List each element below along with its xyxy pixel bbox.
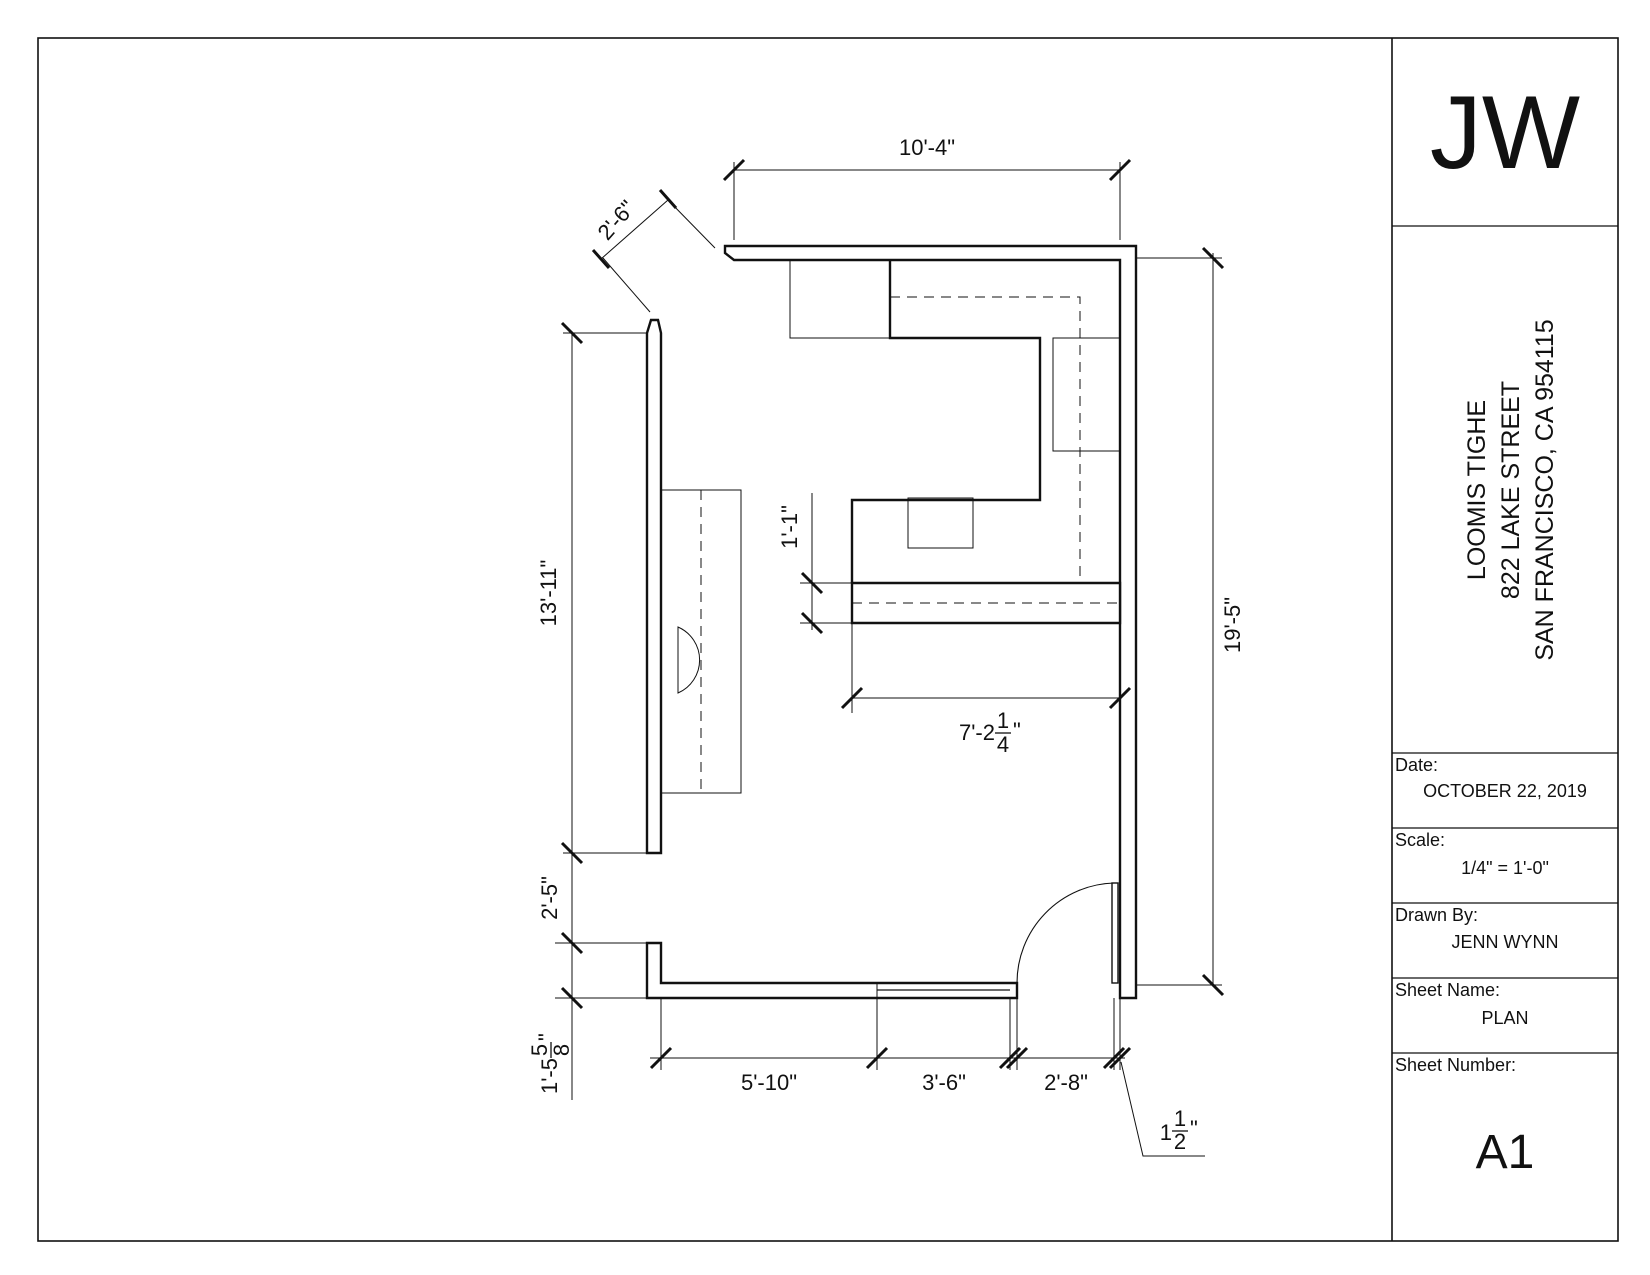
- title-block: JW LOOMIS TIGHE 822 LAKE STREET SAN FRAN…: [1391, 38, 1618, 1241]
- dim-left-bottom: 1'-5 5 8 ": [527, 1033, 574, 1094]
- dim-partition-width-den: 4: [997, 732, 1009, 757]
- dimension-lines: [555, 158, 1225, 1157]
- sheet-number-label: Sheet Number:: [1395, 1055, 1516, 1075]
- sheet-border: [37, 37, 1619, 1242]
- date-label: Date:: [1395, 755, 1438, 775]
- dim-left-gap: 2'-5": [537, 876, 562, 920]
- left-upper-wall: [645, 318, 663, 855]
- client-city: SAN FRANCISCO, CA 954115: [1531, 319, 1559, 660]
- sheet-number-value: A1: [1476, 1126, 1535, 1179]
- door: [1016, 882, 1121, 998]
- date-value: OCTOBER 22, 2019: [1423, 781, 1587, 801]
- scale-label: Scale:: [1395, 830, 1445, 850]
- counter-dashed: [890, 296, 1081, 583]
- dim-wall-whole: 1: [1160, 1120, 1172, 1145]
- client-street: 822 LAKE STREET: [1497, 381, 1525, 599]
- appliance-right: [1052, 337, 1121, 452]
- dim-left-bottom-den: 8: [549, 1044, 574, 1056]
- dimension-labels: 10'-4" 2'-6" 13'-11" 19'-5" 1'-1" 7'-2 1…: [527, 135, 1245, 1154]
- dim-right-height: 19'-5": [1220, 597, 1245, 653]
- dim-left-bottom-unit: ": [534, 1033, 559, 1041]
- floor-plan: [645, 244, 1138, 1000]
- dim-wall-unit: ": [1190, 1116, 1198, 1141]
- dim-left-bottom-num: 5: [527, 1044, 552, 1056]
- dim-bottom-seg3: 2'-8": [1044, 1070, 1088, 1095]
- counter-outline: [850, 260, 1042, 583]
- dim-bottom-seg1: 5'-10": [741, 1070, 797, 1095]
- drawn-by-value: JENN WYNN: [1452, 932, 1559, 952]
- dim-top-width: 10'-4": [899, 135, 955, 160]
- sheet-name-value: PLAN: [1481, 1008, 1528, 1028]
- logo: JW: [1430, 75, 1580, 191]
- sink: [907, 497, 974, 549]
- client-name: LOOMIS TIGHE: [1463, 400, 1491, 580]
- sheet-name-label: Sheet Name:: [1395, 980, 1500, 1000]
- dim-bottom-seg2: 3'-6": [922, 1070, 966, 1095]
- dim-angled: 2'-6": [593, 195, 641, 244]
- scale-value: 1/4" = 1'-0": [1461, 858, 1549, 878]
- dim-partition-width-whole: 7'-2: [959, 720, 995, 745]
- dim-wall-den: 2: [1174, 1129, 1186, 1154]
- dim-left-height: 13'-11": [536, 560, 561, 627]
- dim-partition-width-unit: ": [1013, 718, 1021, 743]
- dim-partition-thickness: 1'-1": [777, 505, 802, 549]
- dim-wall-thickness: 1 1 2 ": [1160, 1106, 1198, 1154]
- dim-wall-num: 1: [1174, 1106, 1186, 1131]
- dim-partition-width: 7'-2 1 4 ": [959, 708, 1021, 757]
- dim-left-bottom-whole: 1'-5: [537, 1058, 562, 1094]
- dim-partition-width-num: 1: [997, 708, 1009, 733]
- upper-cabinet: [789, 260, 890, 339]
- chair: [677, 626, 701, 694]
- partition-wall: [850, 581, 1122, 625]
- drawn-by-label: Drawn By:: [1395, 905, 1478, 925]
